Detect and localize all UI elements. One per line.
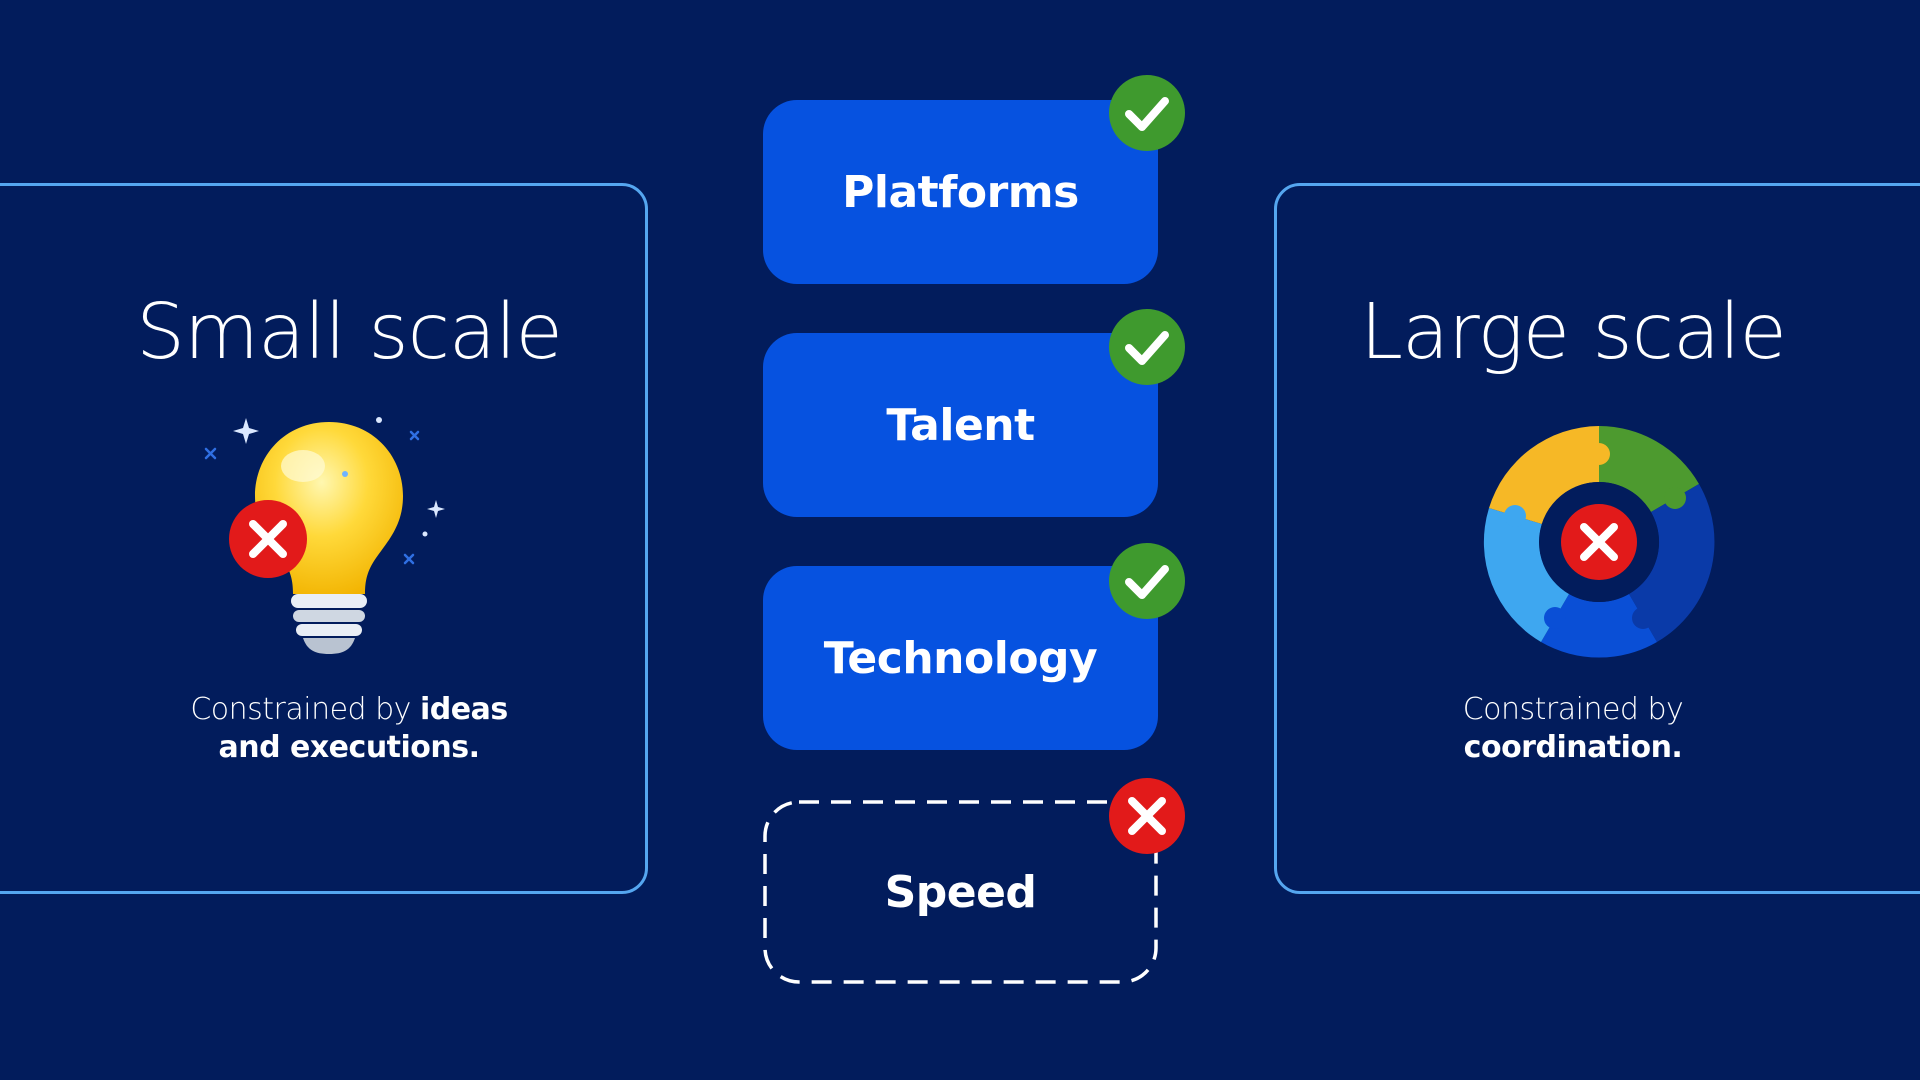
factor-technology: Technology: [763, 566, 1158, 750]
caption-bold-executions: and executions.: [218, 730, 480, 765]
factor-speed: Speed: [763, 800, 1158, 984]
factor-label: Platforms: [842, 166, 1079, 218]
check-icon: [1109, 309, 1185, 385]
caption-plain: Constrained by: [190, 692, 420, 727]
small-scale-title: Small scale: [136, 288, 563, 377]
factor-label: Talent: [886, 399, 1035, 451]
small-scale-panel: Small scale: [0, 183, 648, 894]
caption-bold-ideas: ideas: [419, 692, 508, 727]
large-scale-caption: Constrained by coordination.: [1277, 691, 1869, 767]
cross-icon: [1109, 778, 1185, 854]
large-scale-panel: Large scale: [1274, 183, 1920, 894]
factor-platforms: Platforms: [763, 100, 1158, 284]
large-scale-title: Large scale: [1360, 288, 1787, 377]
small-scale-caption: Constrained by ideas and executions.: [53, 691, 645, 767]
check-icon: [1109, 543, 1185, 619]
dashed-outline: [763, 800, 1158, 984]
puzzle-ring-icon: [1483, 426, 1715, 658]
caption-plain: Constrained by: [1462, 692, 1684, 727]
factor-label: Technology: [823, 632, 1098, 684]
caption-bold-coordination: coordination.: [1463, 730, 1683, 765]
lightbulb-icon: [204, 417, 445, 654]
factor-label: Speed: [884, 866, 1037, 918]
check-icon: [1109, 75, 1185, 151]
factor-talent: Talent: [763, 333, 1158, 517]
